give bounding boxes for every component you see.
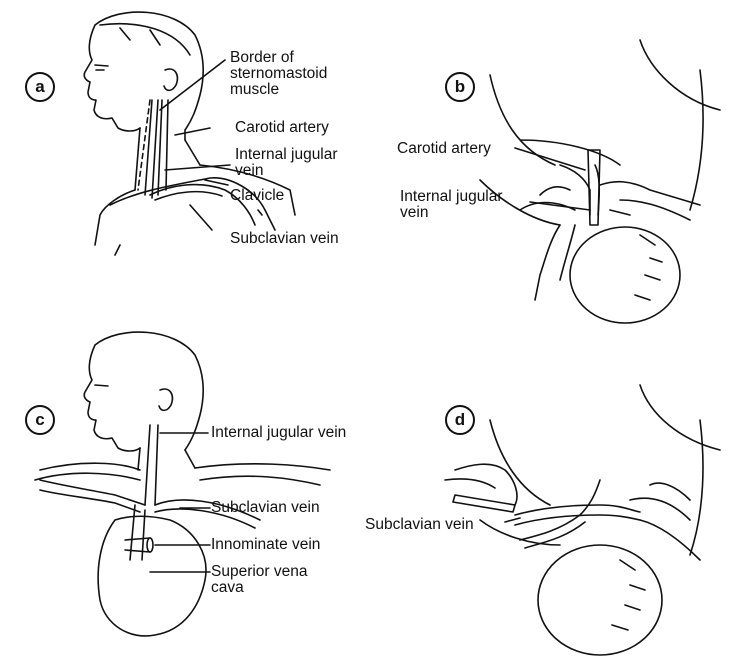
panel-b-label-carotid-artery: Carotid artery bbox=[397, 141, 491, 157]
panel-a-badge: a bbox=[25, 72, 55, 102]
panel-c-badge: c bbox=[25, 405, 55, 435]
panel-b-vessels bbox=[520, 165, 599, 215]
panel-d-subclavian bbox=[515, 505, 640, 525]
panel-d-drawing bbox=[445, 385, 720, 655]
panel-c-shoulders bbox=[35, 463, 330, 485]
panel-b-label-internal-jugular-vein: Internal jugular vein bbox=[400, 189, 503, 221]
panel-b-syringe bbox=[588, 150, 600, 225]
panel-a-carotid bbox=[145, 100, 158, 198]
panel-d-curved-vessel bbox=[520, 480, 600, 548]
panel-c-ear bbox=[159, 389, 172, 410]
panel-a-ijv bbox=[158, 100, 168, 195]
panel-b-hands bbox=[535, 182, 700, 300]
panel-a-label-internal-jugular-vein: Internal jugular vein bbox=[235, 147, 338, 179]
panel-d-hands bbox=[445, 464, 700, 560]
panel-c-neck bbox=[138, 448, 195, 470]
panel-c-label-subclavian-vein: Subclavian vein bbox=[211, 500, 320, 516]
panel-b-head bbox=[570, 227, 680, 323]
panel-a-label-carotid-artery: Carotid artery bbox=[235, 120, 329, 136]
panel-c-label-innominate-vein: Innominate vein bbox=[211, 537, 320, 553]
panel-d-face bbox=[612, 560, 645, 630]
panel-c-heart bbox=[98, 516, 206, 636]
panel-d-badge: d bbox=[445, 405, 475, 435]
panel-c-leaders bbox=[150, 433, 210, 572]
panel-a-label-border-sternomastoid: Border of sternomastoid muscle bbox=[230, 50, 327, 98]
panel-c-label-internal-jugular-vein: Internal jugular vein bbox=[211, 425, 346, 441]
panel-a-label-clavicle: Clavicle bbox=[230, 188, 284, 204]
panel-d-syringe bbox=[453, 495, 515, 512]
panel-b-face bbox=[635, 235, 662, 300]
panel-b-leaders bbox=[515, 148, 590, 210]
panel-c-ijv bbox=[145, 425, 158, 505]
panel-d-body-outline bbox=[480, 385, 720, 555]
panel-c-innominate-end bbox=[147, 538, 153, 552]
panel-a-head bbox=[84, 12, 203, 140]
panel-c-eye bbox=[95, 385, 108, 386]
panel-a-hair bbox=[100, 24, 190, 55]
panel-b-drawing bbox=[480, 40, 720, 323]
panel-a-ear bbox=[164, 69, 177, 90]
panel-d-label-subclavian-vein: Subclavian vein bbox=[365, 517, 474, 533]
panel-d-head bbox=[538, 545, 662, 655]
panel-d-leaders bbox=[505, 518, 520, 522]
panel-c-label-superior-vena-cava: Superior vena cava bbox=[211, 564, 308, 596]
panel-b-body-outline bbox=[480, 40, 720, 225]
panel-a-label-subclavian-vein: Subclavian vein bbox=[230, 231, 339, 247]
panel-a-eye bbox=[95, 65, 108, 70]
panel-b-badge: b bbox=[445, 72, 475, 102]
